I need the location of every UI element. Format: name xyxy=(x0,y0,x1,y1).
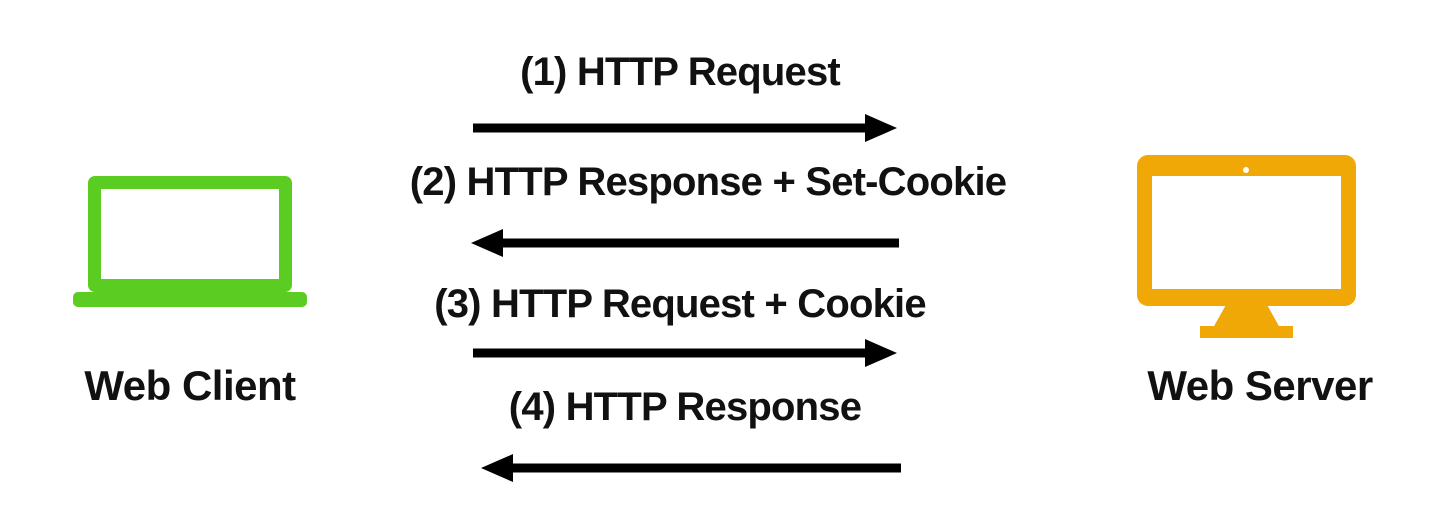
arrow-right-icon xyxy=(473,114,897,142)
web-server-node xyxy=(1137,150,1359,340)
laptop-base-icon xyxy=(73,292,307,307)
arrow-left-icon xyxy=(481,454,901,482)
arrow-left-icon xyxy=(471,229,899,257)
arrow-right-icon xyxy=(473,339,897,367)
flow-step-4-label: (4) HTTP Response xyxy=(508,385,862,429)
laptop-icon xyxy=(88,176,292,292)
web-server-label: Web Server xyxy=(1147,362,1373,409)
monitor-screen-icon xyxy=(1152,176,1341,289)
flow-step-2-label: (2) HTTP Response + Set-Cookie xyxy=(409,160,1007,204)
flow-step-3-label: (3) HTTP Request + Cookie xyxy=(434,282,926,326)
flow-step-1-label: (1) HTTP Request xyxy=(520,50,841,94)
monitor-stand-icon xyxy=(1200,326,1293,338)
web-client-node xyxy=(70,170,310,310)
monitor-neck-icon xyxy=(1213,304,1280,328)
web-client-label: Web Client xyxy=(84,362,296,409)
monitor-icon xyxy=(1137,155,1356,306)
monitor-camera-icon xyxy=(1243,167,1249,173)
